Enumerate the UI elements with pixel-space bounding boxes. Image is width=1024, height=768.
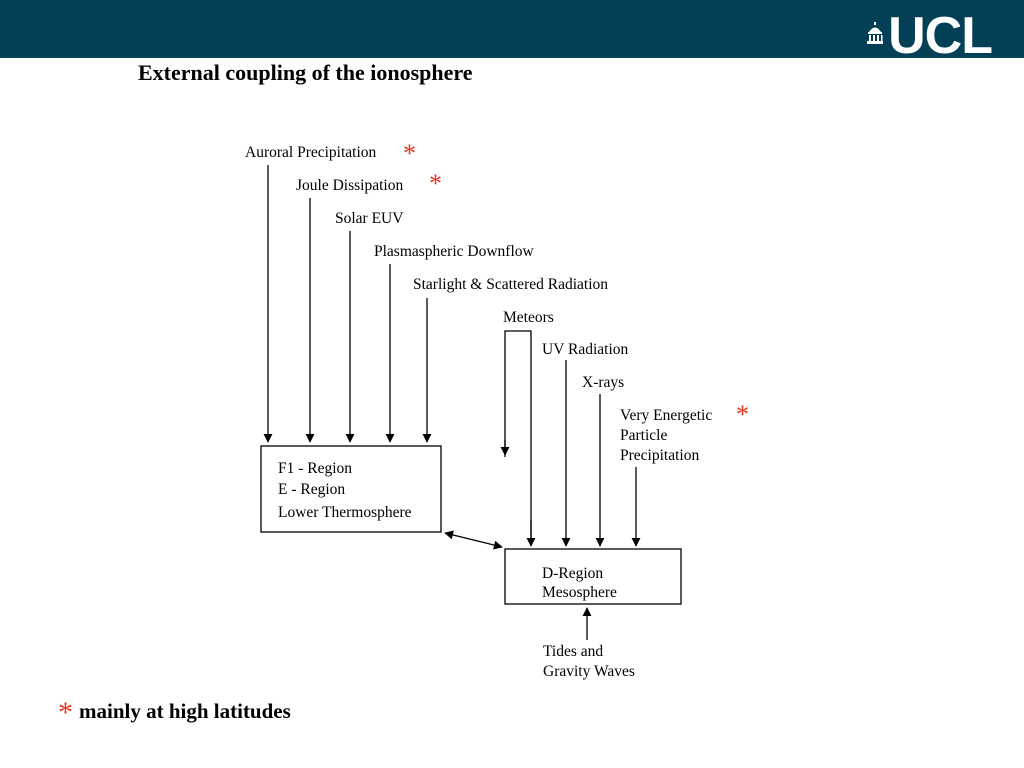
- header-bar: UCL: [0, 0, 1024, 65]
- meteors-bracket: [504, 330, 532, 545]
- box-upper-line2: E - Region: [278, 481, 345, 498]
- box-upper-line1: F1 - Region: [278, 460, 352, 477]
- label-vep-line1: Very Energetic: [620, 407, 712, 424]
- box-lower-line2: Mesosphere: [542, 584, 617, 601]
- label-plasmaspheric-downflow: Plasmaspheric Downflow: [374, 243, 535, 260]
- footnote-text: mainly at high latitudes: [79, 699, 291, 723]
- label-tides-line1: Tides and: [543, 643, 603, 660]
- box-lower-line1: D-Region: [542, 565, 603, 582]
- slide-title: External coupling of the ionosphere: [138, 60, 473, 85]
- label-x-rays: X-rays: [582, 374, 624, 391]
- label-joule-dissipation: Joule Dissipation: [296, 177, 403, 194]
- label-vep-line2: Particle: [620, 427, 667, 444]
- label-meteors: Meteors: [503, 309, 554, 326]
- high-latitude-star: *: [403, 139, 416, 168]
- box-upper-line3: Lower Thermosphere: [278, 504, 412, 521]
- logo-text: UCL: [888, 7, 993, 65]
- label-starlight-scattered-radiation: Starlight & Scattered Radiation: [413, 276, 608, 293]
- ucl-logo: UCL: [866, 7, 993, 65]
- portico-dome-icon: [867, 22, 884, 44]
- label-vep-line3: Precipitation: [620, 447, 699, 464]
- label-tides-line2: Gravity Waves: [543, 663, 635, 680]
- label-solar-euv: Solar EUV: [335, 210, 404, 227]
- footnote: *mainly at high latitudes: [58, 696, 291, 730]
- coupling-double-arrow: [444, 530, 503, 550]
- label-auroral-precipitation: Auroral Precipitation: [245, 144, 377, 161]
- high-latitude-star: *: [736, 400, 749, 429]
- label-uv-radiation: UV Radiation: [542, 341, 628, 358]
- box-f1-e-region: [260, 445, 442, 533]
- high-latitude-star: *: [429, 169, 442, 198]
- box-d-region: [504, 548, 682, 605]
- footnote-star: *: [58, 696, 73, 729]
